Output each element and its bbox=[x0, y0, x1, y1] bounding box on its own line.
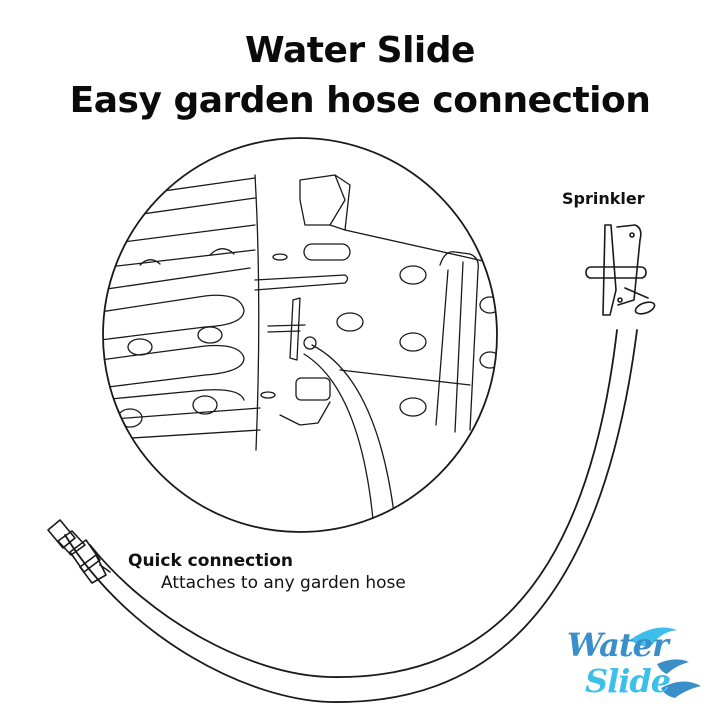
logo-word-water: Water bbox=[567, 626, 669, 664]
sprinkler-label: Sprinkler bbox=[562, 189, 645, 208]
quick-connection-label: Quick connection bbox=[128, 551, 293, 571]
water-slide-logo: Water Slide bbox=[565, 620, 705, 710]
quick-connection-description: Attaches to any garden hose bbox=[161, 573, 406, 593]
water-splash-icon bbox=[630, 627, 701, 698]
quick-connector-icon bbox=[47, 519, 111, 584]
detail-circle-illustration bbox=[102, 137, 498, 533]
page-title-line1: Water Slide bbox=[245, 30, 475, 71]
logo-word-slide: Slide bbox=[585, 662, 671, 700]
garden-hose bbox=[64, 329, 638, 703]
sprinkler-icon bbox=[585, 224, 656, 316]
page-title-line2: Easy garden hose connection bbox=[69, 80, 651, 121]
